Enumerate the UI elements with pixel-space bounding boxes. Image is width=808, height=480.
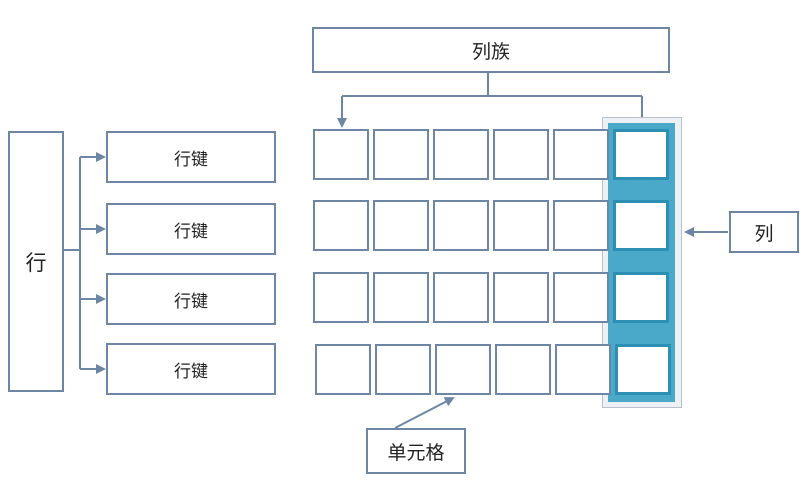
cell — [555, 344, 611, 395]
highlighted-cell — [615, 344, 671, 395]
cell — [493, 200, 549, 251]
column-box: 列 — [729, 211, 799, 253]
cell — [493, 272, 549, 323]
cell — [313, 129, 369, 180]
cell — [375, 344, 431, 395]
cell — [493, 129, 549, 180]
cell — [435, 344, 491, 395]
cell — [433, 200, 489, 251]
row-key-box: 行键 — [106, 131, 276, 183]
cell — [373, 200, 429, 251]
cell — [553, 129, 609, 180]
cell-arrow — [394, 397, 455, 429]
cell — [495, 344, 551, 395]
cell — [373, 129, 429, 180]
highlighted-cell — [613, 272, 669, 323]
cell — [553, 272, 609, 323]
highlighted-cell — [613, 129, 669, 180]
row-box: 行 — [8, 131, 64, 392]
row-key-box: 行键 — [106, 273, 276, 325]
cell-label-box: 单元格 — [366, 428, 466, 474]
column-family-box: 列族 — [312, 27, 670, 73]
cell — [315, 344, 371, 395]
row-key-box: 行键 — [106, 343, 276, 395]
cell — [433, 129, 489, 180]
cell — [373, 272, 429, 323]
cell — [313, 272, 369, 323]
row-key-box: 行键 — [106, 203, 276, 255]
cell — [433, 272, 489, 323]
cell — [313, 200, 369, 251]
highlighted-cell — [613, 200, 669, 251]
cell — [553, 200, 609, 251]
